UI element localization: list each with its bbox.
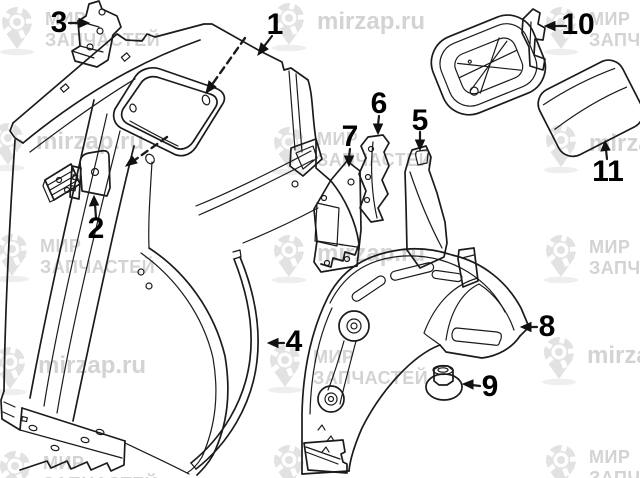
- map-pin-gear-icon: [0, 4, 35, 56]
- map-pin-gear-icon: [272, 232, 307, 284]
- part-callout-11[interactable]: 11: [592, 155, 624, 188]
- quarter-panel-part-1: [0, 23, 360, 476]
- map-pin-gear-icon: [544, 232, 579, 284]
- part-callout-8[interactable]: 8: [538, 310, 556, 343]
- map-pin-gear-icon: [268, 342, 303, 394]
- part-callout-4[interactable]: 4: [285, 325, 303, 358]
- part-callout-7[interactable]: 7: [341, 120, 359, 153]
- watermark-text: mirzap.ru: [36, 128, 145, 155]
- fuel-filler-housing-part-10: [430, 8, 547, 116]
- map-pin-gear-icon: [272, 0, 307, 52]
- mounting-bracket-part-3: [71, 0, 122, 68]
- watermark-text: mirzap.ru: [38, 352, 147, 379]
- map-pin-gear-icon: [545, 442, 579, 478]
- map-pin-gear-icon: [542, 334, 577, 386]
- wheel-arch-liner-part-8: [301, 247, 530, 475]
- map-pin-gear-icon: [0, 344, 28, 396]
- part-callout-10[interactable]: 10: [561, 8, 595, 41]
- map-pin-gear-icon: [0, 448, 33, 478]
- watermark-text: mirzap.ru: [589, 130, 640, 157]
- part-callout-5[interactable]: 5: [411, 104, 429, 137]
- watermark-text: mirzap.ru: [317, 8, 426, 35]
- wheel-arch-molding-part-4: [190, 249, 259, 470]
- support-bracket-part-5: [404, 145, 448, 269]
- map-pin-gear-icon: [0, 120, 26, 172]
- callout-arrows: [67, 17, 611, 390]
- part-callout-6[interactable]: 6: [370, 87, 388, 120]
- fuel-filler-door-part-11: [537, 59, 640, 158]
- map-pin-gear-icon: [544, 122, 579, 174]
- reinforcement-bracket-part-6: [358, 134, 390, 223]
- part-callout-2[interactable]: 2: [87, 212, 105, 245]
- mounting-bracket-part-2: [42, 149, 111, 203]
- map-pin-gear-icon: [273, 442, 307, 478]
- part-callout-9[interactable]: 9: [481, 370, 499, 403]
- flange-nut-part-9: [425, 364, 463, 401]
- closing-panel-part-7: [313, 160, 362, 273]
- watermark-text: mirzap.ru: [587, 342, 640, 369]
- part-callout-1[interactable]: 1: [266, 8, 284, 41]
- part-callout-3[interactable]: 3: [50, 6, 68, 39]
